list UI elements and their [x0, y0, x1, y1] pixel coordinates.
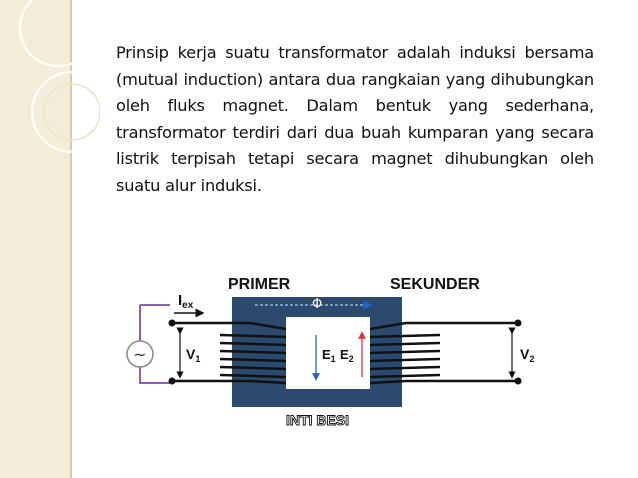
- flux-label: Φ: [312, 297, 322, 312]
- primary-wires: [168, 319, 250, 385]
- secondary-coil: [369, 321, 441, 385]
- core-label: INTI BESI: [286, 412, 349, 428]
- primary-coil: [219, 321, 287, 385]
- e1-label: E1: [322, 347, 336, 364]
- primer-label: PRIMER: [228, 276, 291, 293]
- ac-source: ~: [126, 304, 170, 384]
- v2-indicator: V2: [508, 327, 534, 379]
- e2-label: E2: [340, 347, 354, 364]
- decorative-circles-icon: [18, 0, 100, 154]
- body-paragraph: Prinsip kerja suatu transformator adalah…: [116, 43, 594, 195]
- iron-core: [232, 297, 402, 407]
- sidebar-divider: [70, 0, 72, 478]
- svg-text:V1: V1: [186, 346, 200, 364]
- ac-source-symbol: ~: [133, 345, 146, 364]
- current-label: Iex: [178, 292, 194, 311]
- secondary-wires: [406, 319, 522, 385]
- svg-text:V2: V2: [520, 346, 534, 364]
- transformer-diagram: PRIMER SEKUNDER Φ ~ Iex: [126, 276, 534, 428]
- sekunder-label: SEKUNDER: [390, 276, 480, 293]
- decorative-sidebar: [0, 0, 70, 478]
- v1-indicator: V1: [176, 327, 200, 379]
